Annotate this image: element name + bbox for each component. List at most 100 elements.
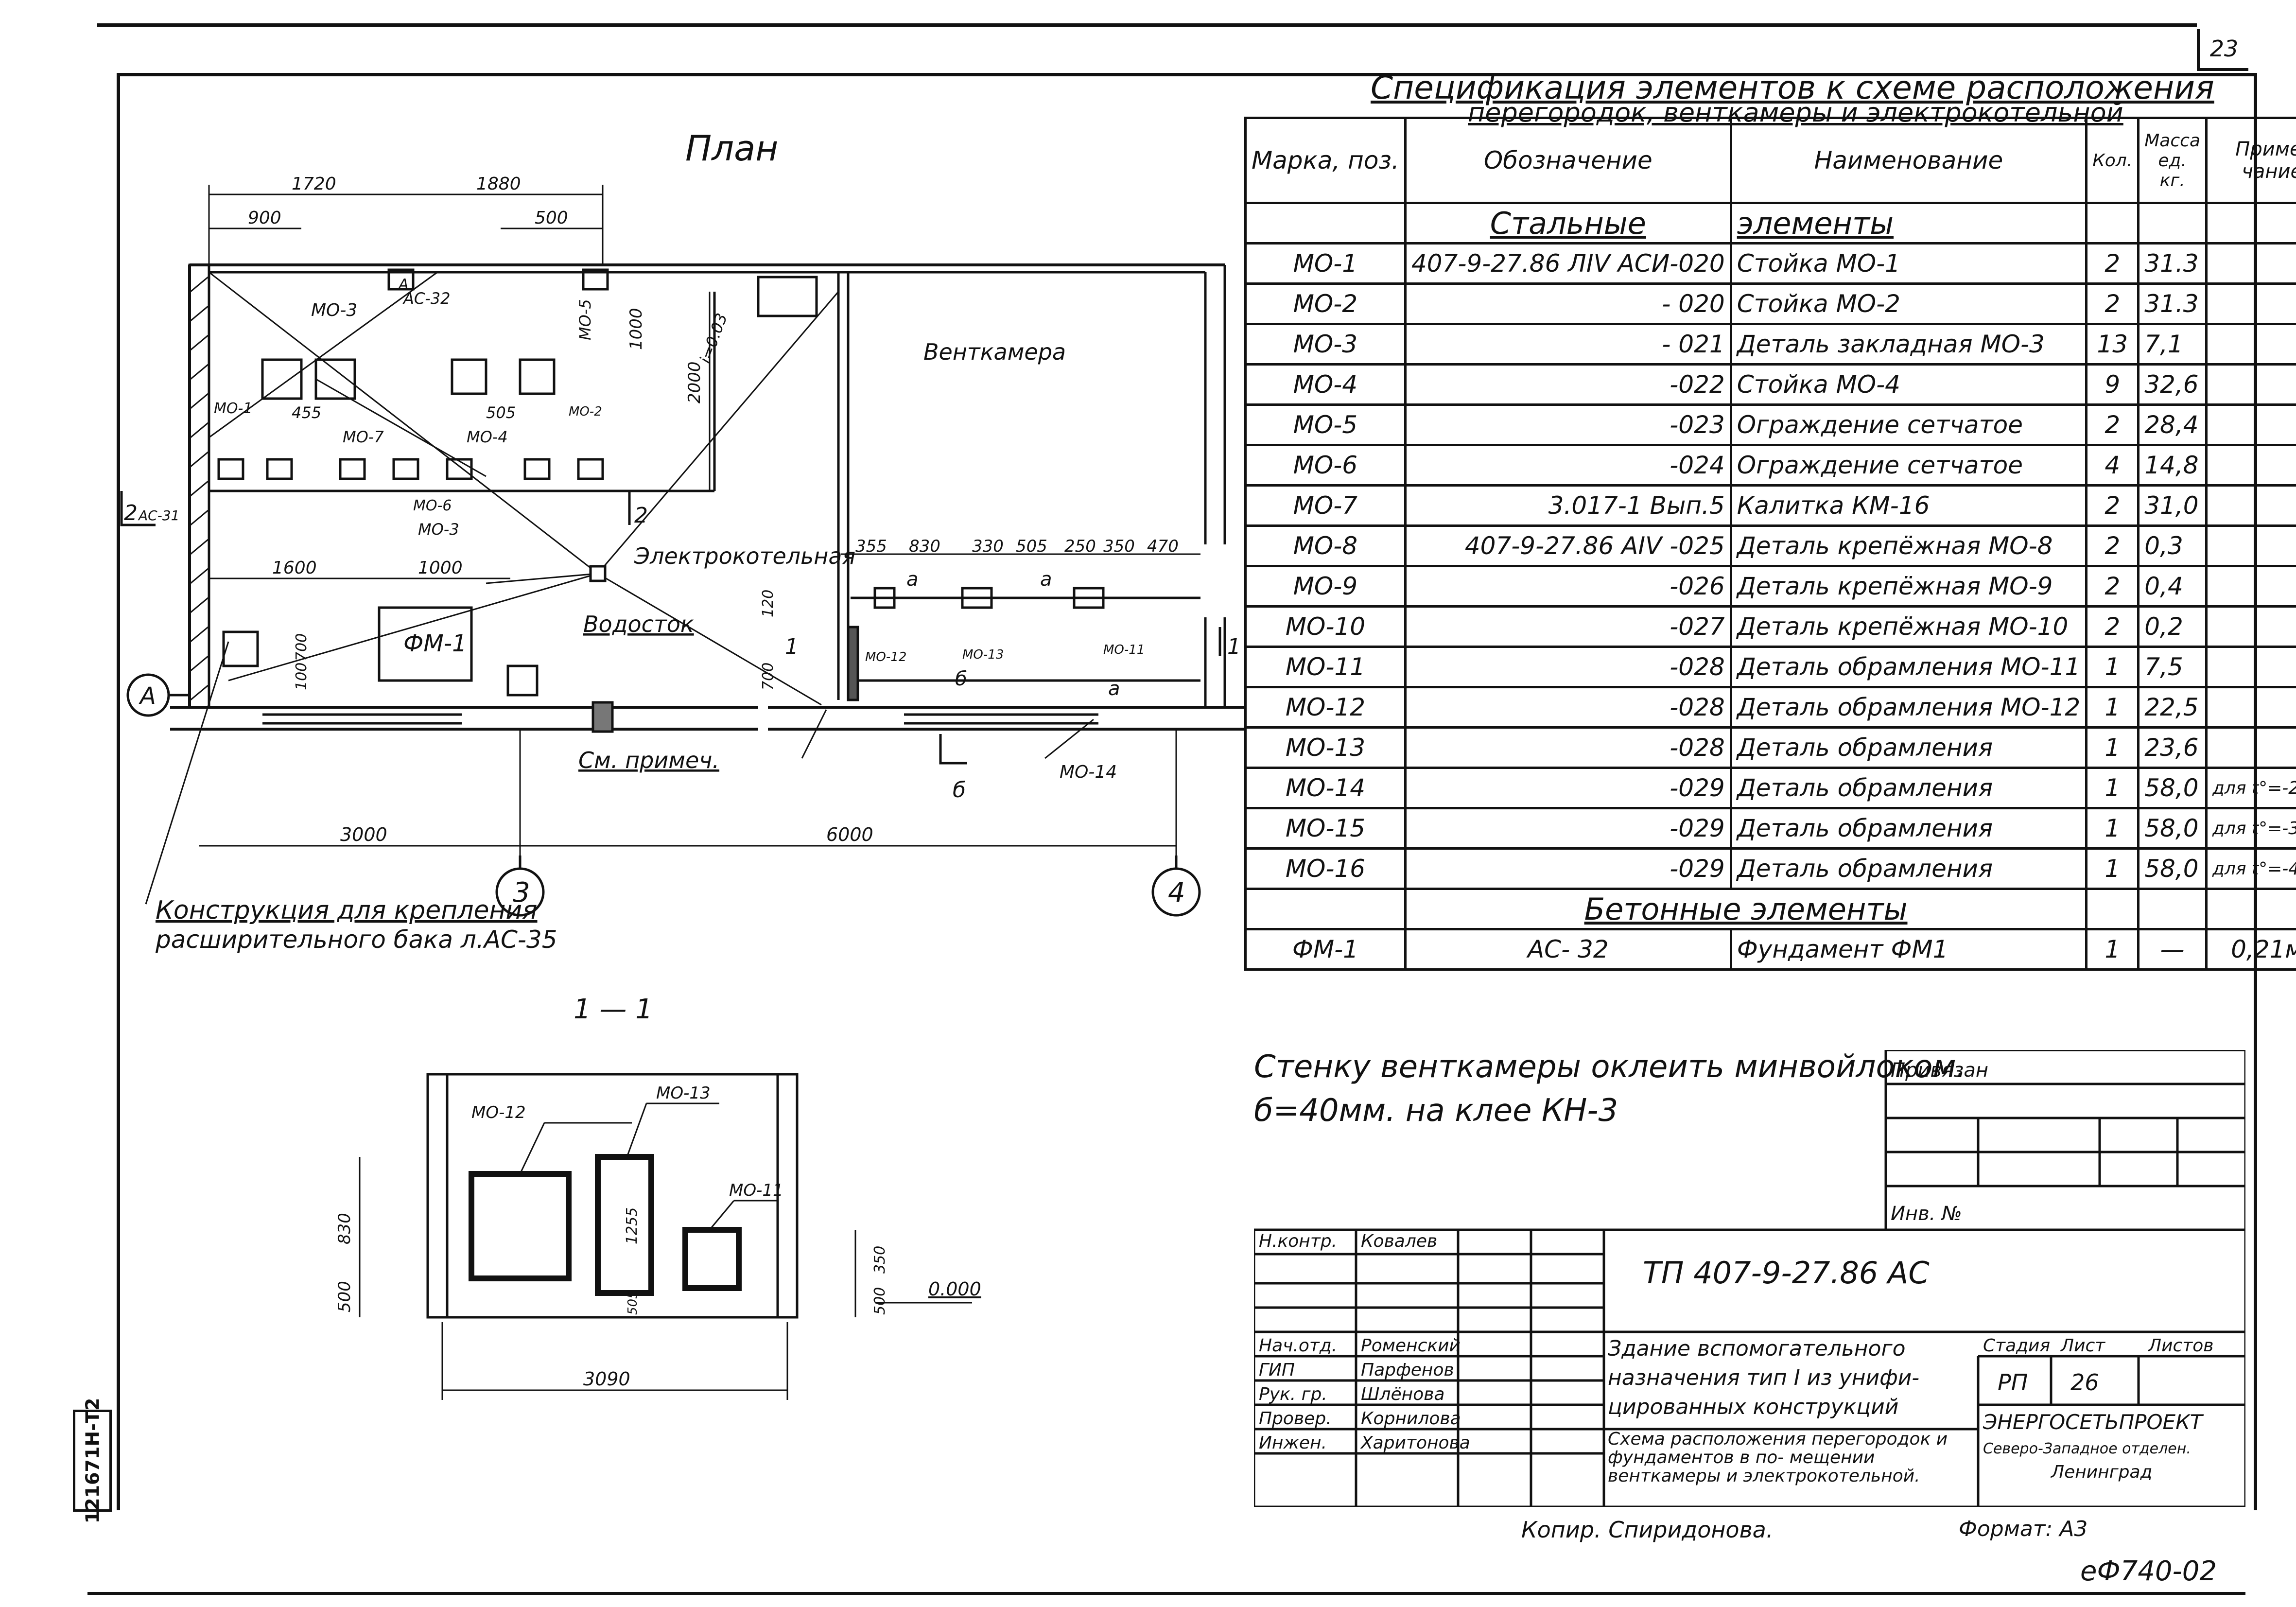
stamp-sheet-title: Схема расположения перегородок и фундаме… (1608, 1430, 1948, 1486)
stamp-pribyazan: Привязан (1891, 1059, 1988, 1082)
cell: 14,8 (2137, 444, 2208, 487)
dim-1600: 1600 (272, 558, 317, 578)
cell: 58,0 (2137, 767, 2208, 809)
cell: -028 (1404, 726, 1732, 769)
cell (2205, 565, 2296, 608)
dim-250: 250 (1064, 537, 1096, 556)
cell: 3.017-1 Вып.5 (1404, 484, 1732, 527)
cell: МО-4 (1244, 363, 1407, 406)
title-block: Привязан Инв. № ТП 407-9-27.86 АС Н.конт… (1254, 1050, 2245, 1507)
hdr-qty: Кол. (2085, 117, 2140, 204)
cell: 0,2 (2137, 605, 2208, 648)
dim-2000: 2000 (685, 361, 704, 403)
cell: 0,4 (2137, 565, 2208, 608)
hdr-note: Приме- чание (2205, 117, 2296, 204)
section-steel-1: Стальные (1404, 202, 1732, 245)
cell: -028 (1404, 686, 1732, 729)
person-3: Шлёнова (1361, 1384, 1445, 1404)
person-2: Парфенов (1361, 1360, 1454, 1380)
cell: -029 (1404, 847, 1732, 890)
role-0: Н.контр. (1259, 1231, 1337, 1251)
stamp-format: Формат: А3 (1959, 1517, 2088, 1541)
sec-a-3: a (1108, 678, 1120, 700)
dim-1000: 1000 (418, 558, 463, 578)
stamp-org3: Ленинград (2050, 1462, 2152, 1482)
mark-mo3-b: МО-3 (418, 520, 459, 539)
person-1: Роменский (1361, 1336, 1461, 1356)
stamp-list: 26 (2070, 1369, 2099, 1396)
sec-2-left: 2 (124, 501, 138, 525)
mark-ac31: АС-31 (138, 507, 179, 524)
dim-100: 100 (293, 663, 310, 690)
sec-a-2: a (1040, 568, 1052, 591)
cell: 2 (2085, 605, 2140, 648)
sec-dim-505: 505 (626, 1291, 640, 1315)
dim-1000-vert: 1000 (626, 308, 646, 350)
cell: для t°=-20°С (2205, 767, 2296, 809)
cell: 407-9-27.86 АIV -025 (1404, 524, 1732, 567)
cell: МО-7 (1244, 484, 1407, 527)
sec-dim-350: 350 (871, 1246, 888, 1274)
sec-level: 0.000 (928, 1278, 981, 1300)
cell: Деталь закладная МО-3 (1729, 323, 2088, 366)
sec-mark-mo11: МО-11 (729, 1181, 783, 1200)
cell: -028 (1404, 646, 1732, 688)
drain-label: Водосток (583, 611, 694, 637)
stamp-inv: Инв. № (1891, 1203, 1962, 1225)
cell: Деталь крепёжная МО-8 (1729, 524, 2088, 567)
foundation-fm1 (378, 606, 473, 682)
cell: АС- 32 (1404, 928, 1732, 971)
cell: Деталь крепёжная МО-9 (1729, 565, 2088, 608)
cell (2205, 444, 2296, 487)
stamp-docno: еФ740-02 (2080, 1555, 2217, 1587)
mark-ac32: АС-32 (402, 289, 451, 308)
cell: 2 (2085, 242, 2140, 285)
cell: 1 (2085, 767, 2140, 809)
hdr-name: Наименование (1729, 117, 2088, 204)
hdr-designation: Обозначение (1404, 117, 1732, 204)
plan-title: План (685, 128, 778, 169)
cell: -026 (1404, 565, 1732, 608)
person-4: Корнилова (1361, 1409, 1461, 1429)
cell: МО-10 (1244, 605, 1407, 648)
cell: Стойка МО-4 (1729, 363, 2088, 406)
dim-830: 830 (909, 537, 940, 556)
floor-plan: План Венткамера Электрокотельная Водосто… (120, 128, 1244, 1400)
cell: 2 (2085, 524, 2140, 567)
mark-mo13: МО-13 (962, 647, 1004, 662)
axis-a-label: А (139, 682, 156, 710)
cell: Ограждение сетчатое (1729, 444, 2088, 487)
cell: 2 (2085, 403, 2140, 446)
caption-line1: Конструкция для крепления (156, 896, 538, 925)
spec-title: Спецификация элементов к схеме расположе… (1371, 69, 2214, 106)
general-note: Стенку венткамеры оклеить минвойлоком. б… (1254, 1045, 1966, 1133)
hdr-mass: Масса ед. кг. (2137, 117, 2208, 204)
cell (2205, 726, 2296, 769)
sec-dim-500-b: 500 (871, 1287, 888, 1315)
cell: -024 (1404, 444, 1732, 487)
cell: МО-1 (1244, 242, 1407, 285)
dim-6000: 6000 (826, 824, 873, 845)
cell: ФМ-1 (1244, 928, 1407, 971)
room-vent-label: Венткамера (923, 339, 1066, 365)
cell: Деталь обрамления (1729, 767, 2088, 809)
cell (2205, 282, 2296, 325)
cell: МО-13 (1244, 726, 1407, 769)
cell: 2 (2085, 282, 2140, 325)
dim-900: 900 (248, 208, 281, 228)
cell: 1 (2085, 928, 2140, 971)
spec-table: Марка, поз. Обозначение Наименование Кол… (1244, 117, 2296, 971)
sec-dim-3090: 3090 (583, 1368, 630, 1390)
cell: МО-3 (1244, 323, 1407, 366)
stamp-stage: РП (1998, 1369, 2028, 1396)
sec-a: А (398, 276, 409, 293)
cell: 0,21м³ (2205, 928, 2296, 971)
spec-section-concrete: Бетонные элементы (1244, 888, 2296, 930)
